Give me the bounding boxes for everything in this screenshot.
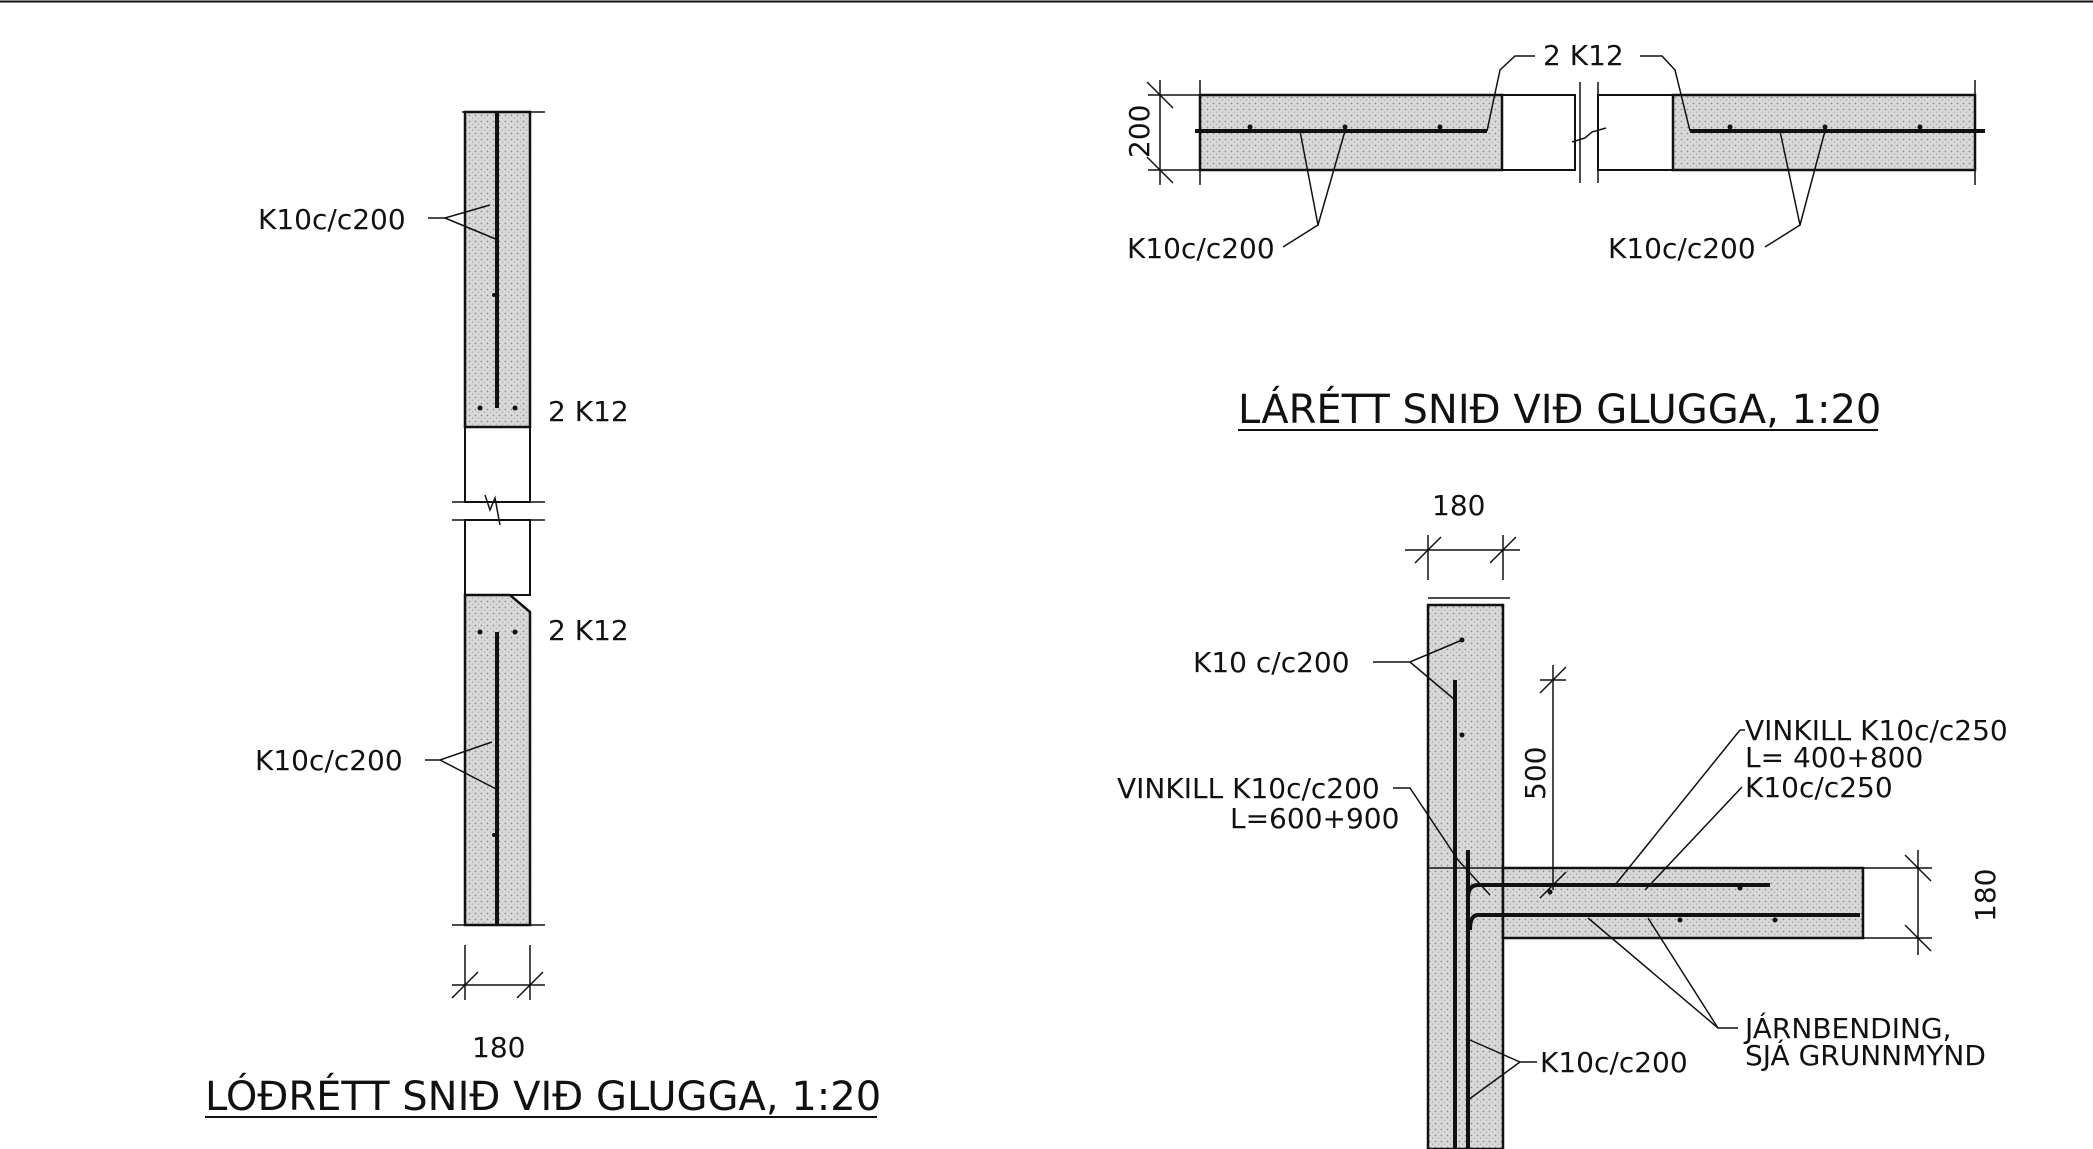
c-dim-top-tick bbox=[1414, 536, 1442, 564]
v-dim-tick bbox=[516, 971, 544, 999]
c-bar-dot bbox=[1547, 889, 1553, 895]
v-label-k12-bottom: 2 K12 bbox=[548, 614, 629, 647]
c-dim-right-tick bbox=[1904, 854, 1932, 882]
c-label-vinkill-right-3: K10c/c250 bbox=[1745, 771, 1893, 804]
h-dim-label: 200 bbox=[1123, 105, 1156, 158]
v-break-symbol bbox=[484, 494, 501, 526]
h-window-right bbox=[1597, 94, 1674, 171]
corner-detail: 180 K10 c/c200 500 VINKILL K10c/c200 L=6… bbox=[1117, 489, 2008, 1149]
c-leader-k10c250 bbox=[1644, 786, 1743, 891]
c-bar-dot bbox=[1677, 917, 1683, 923]
c-dim-500-tick bbox=[1539, 871, 1567, 899]
h-window-left bbox=[1501, 94, 1576, 171]
h-bar-dot bbox=[1917, 124, 1923, 130]
v-bar-dot bbox=[492, 833, 496, 837]
h-leader-k12-right bbox=[1640, 55, 1691, 132]
title-horizontal: LÁRÉTT SNIÐ VIÐ GLUGGA, 1:20 bbox=[1238, 385, 1881, 433]
c-dim-500-tick bbox=[1539, 666, 1567, 694]
h-bar-dot bbox=[1727, 124, 1733, 130]
c-label-jarn-1: JÁRNBENDING, bbox=[1743, 1011, 1952, 1045]
c-rebar-slab-top bbox=[1466, 883, 1770, 960]
title-vertical: LÓÐRÉTT SNIÐ VIÐ GLUGGA, 1:20 bbox=[205, 1072, 881, 1120]
h-label-bar-right: K10c/c200 bbox=[1608, 232, 1756, 265]
c-dim-top-tick bbox=[1489, 536, 1517, 564]
h-label-bar-left: K10c/c200 bbox=[1127, 232, 1275, 265]
c-label-vinkill-left-2: L=600+900 bbox=[1230, 802, 1399, 835]
c-leader-bottom-2 bbox=[1467, 1061, 1521, 1101]
c-leader-wall-2 bbox=[1409, 661, 1456, 701]
h-dim-tick bbox=[1146, 156, 1174, 184]
v-label-bar-bottom: K10c/c200 bbox=[255, 744, 403, 777]
h-bar-dot bbox=[1342, 124, 1348, 130]
h-label-k12: 2 K12 bbox=[1543, 39, 1624, 72]
c-label-jarn-2: SJÁ GRUNNMYND bbox=[1745, 1038, 1986, 1072]
h-bar-dot bbox=[1247, 124, 1253, 130]
h-bar-dot bbox=[1822, 124, 1828, 130]
v-window-lower bbox=[464, 519, 531, 596]
c-bar-dot bbox=[1737, 885, 1743, 891]
v-dim-label: 180 bbox=[472, 1031, 525, 1064]
c-bar-dot bbox=[1459, 732, 1465, 738]
c-dim-right-label: 180 bbox=[1969, 869, 2002, 922]
c-dim-right-tick bbox=[1904, 924, 1932, 952]
v-leader-top-2 bbox=[444, 217, 499, 241]
c-dim-top-label: 180 bbox=[1432, 489, 1485, 522]
h-leader-left-2 bbox=[1317, 130, 1346, 226]
v-label-bar-top: K10c/c200 bbox=[258, 203, 406, 236]
v-leader-bottom-2 bbox=[439, 759, 499, 791]
h-leader-k12-left bbox=[1486, 55, 1535, 132]
v-bar-dot bbox=[492, 293, 496, 297]
c-label-bar-bottom: K10c/c200 bbox=[1540, 1046, 1688, 1079]
c-leader-vinkill-left bbox=[1393, 787, 1491, 896]
v-window-upper bbox=[464, 426, 531, 503]
v-k12-dot bbox=[512, 629, 518, 635]
c-label-vinkill-left-1: VINKILL K10c/c200 bbox=[1117, 772, 1380, 805]
c-slab bbox=[1501, 866, 1865, 940]
h-bar-dot bbox=[1437, 124, 1443, 130]
h-break-symbol bbox=[1571, 127, 1607, 143]
c-wall-vertical bbox=[1426, 603, 1505, 1149]
v-k12-dot bbox=[477, 629, 483, 635]
c-label-bar-wall: K10 c/c200 bbox=[1193, 646, 1350, 679]
v-dim-tick bbox=[451, 971, 479, 999]
c-dim-500-label: 500 bbox=[1519, 747, 1552, 800]
c-label-vinkill-right-2: L= 400+800 bbox=[1745, 741, 1923, 774]
v-k12-dot bbox=[512, 405, 518, 411]
c-bar-dot bbox=[1772, 917, 1778, 923]
vertical-section: K10c/c200 2 K12 2 K12 K10c/c200 180 LÓÐR… bbox=[205, 110, 881, 1120]
horizontal-section: 2 K12 200 K10c/c200 K10c/c200 LÁRÉTT SNI… bbox=[1123, 39, 1985, 433]
h-leader-right-2 bbox=[1799, 130, 1826, 226]
h-dim-tick bbox=[1146, 81, 1174, 109]
v-k12-dot bbox=[477, 405, 483, 411]
c-label-vinkill-right-1: VINKILL K10c/c250 bbox=[1745, 714, 2008, 747]
c-leader-jarn-2 bbox=[1647, 917, 1719, 1029]
c-leader-vinkill-right bbox=[1614, 729, 1741, 886]
v-label-k12-top: 2 K12 bbox=[548, 395, 629, 428]
c-rebar-slab-bottom bbox=[1468, 913, 1860, 931]
